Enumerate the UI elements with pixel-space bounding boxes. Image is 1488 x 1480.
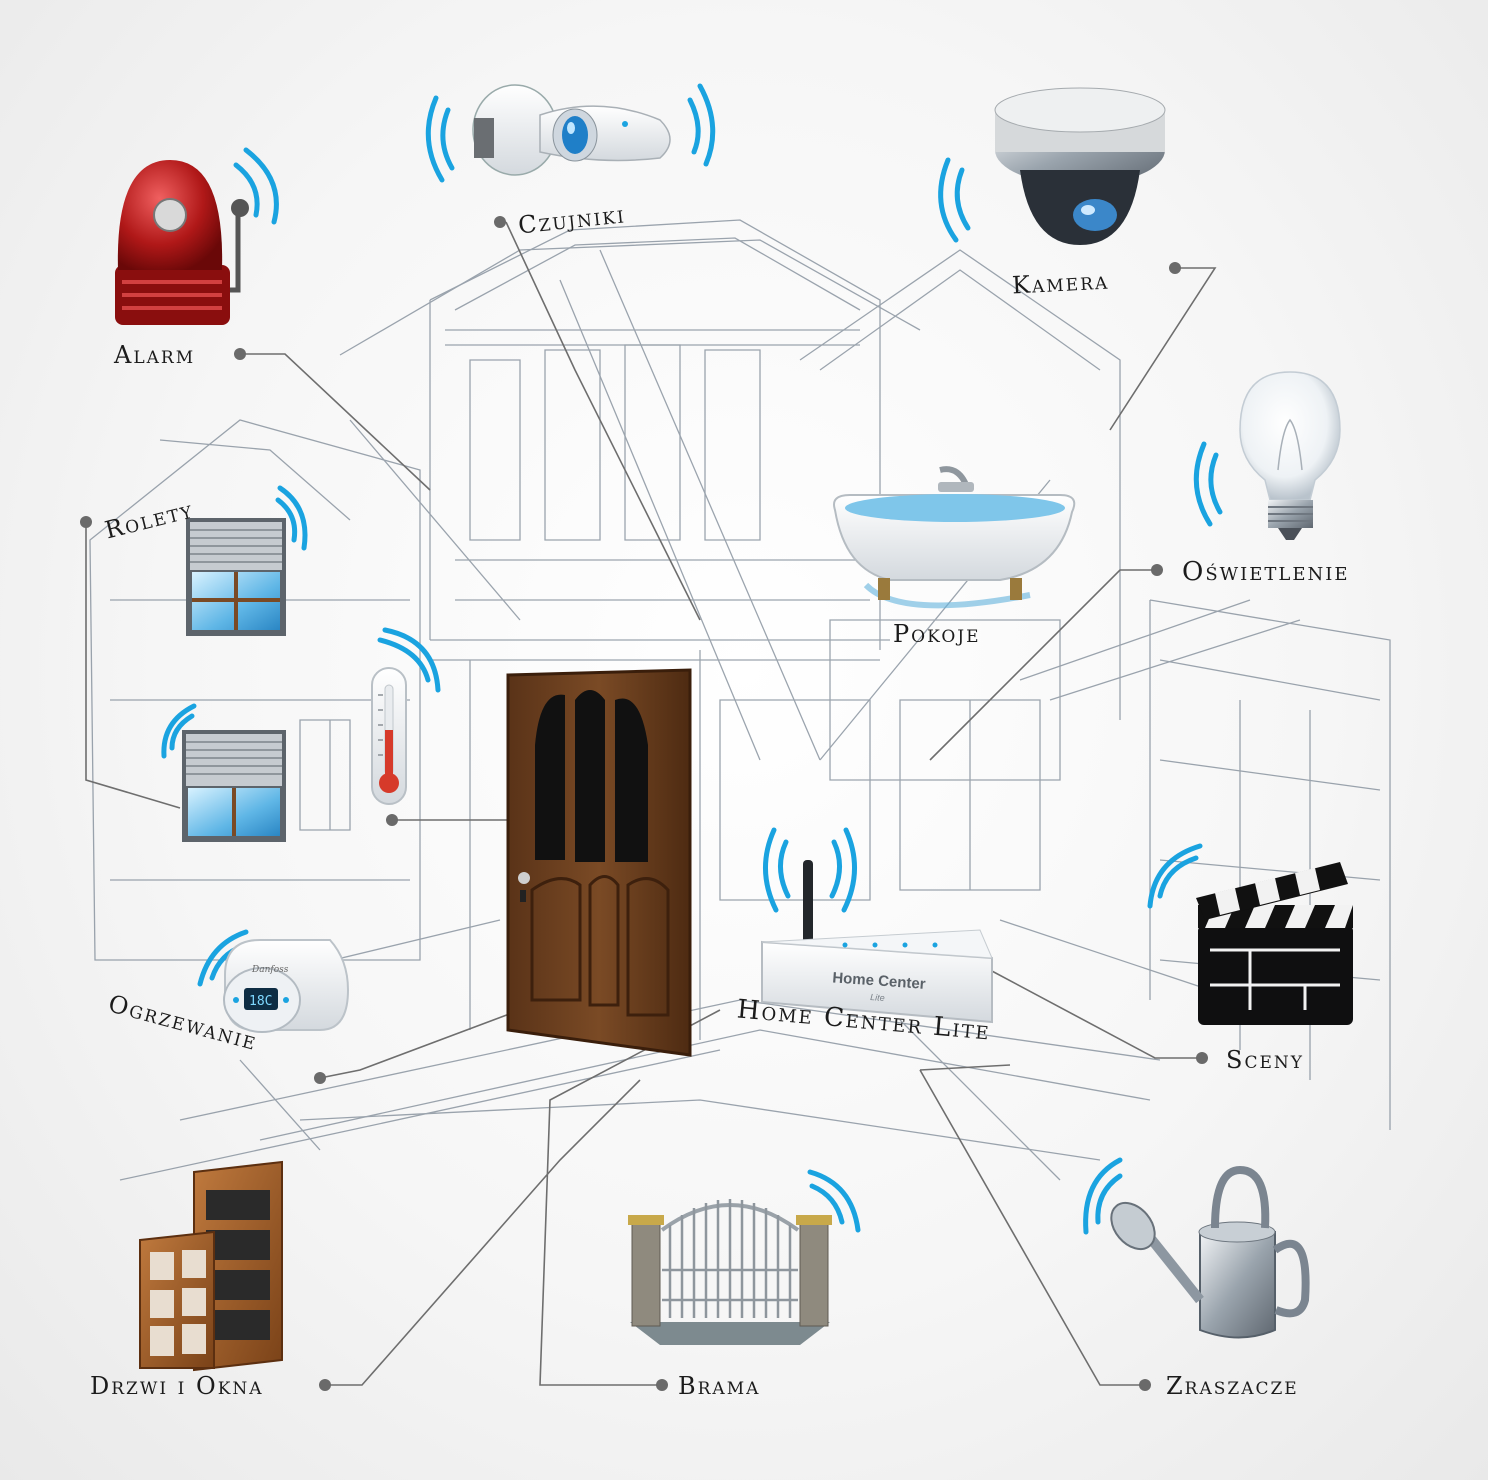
alarm-bell-icon — [115, 160, 249, 325]
roller-shutter-icon-2 — [182, 730, 286, 842]
label-brama: Brama — [678, 1372, 760, 1400]
roller-shutter-icon — [186, 518, 286, 636]
wireless-signal-icons — [161, 83, 1223, 1235]
doors-and-windows-icon — [139, 1160, 283, 1372]
thermometer-icon — [371, 667, 407, 805]
light-bulb-icon — [1239, 371, 1341, 540]
label-drzwi-i-okna: Drzwi i Okna — [90, 1372, 264, 1400]
label-czujniki: Czujniki — [517, 200, 627, 239]
router-brand-text: Home Center — [832, 969, 926, 992]
label-zraszacze: Zraszacze — [1166, 1372, 1299, 1400]
label-rolety: Rolety — [102, 495, 196, 544]
clapperboard-icon — [1196, 862, 1353, 1025]
thermostat-head-icon — [223, 939, 350, 1033]
home-center-router-icon — [761, 860, 993, 1024]
watering-can-icon — [1110, 1165, 1310, 1339]
router-sub-text: Lite — [870, 992, 885, 1003]
label-pokoje: Pokoje — [893, 620, 981, 648]
label-alarm: Alarm — [113, 341, 195, 369]
gate-icon — [628, 1199, 832, 1345]
sensor-icon — [472, 84, 671, 176]
connector-dots — [80, 216, 1208, 1391]
thermostat-display-text: 18C — [249, 994, 272, 1009]
thermostat-brand-text: Danfoss — [251, 965, 289, 975]
bathtub-icon — [833, 466, 1076, 609]
label-oswietlenie: Oświetlenie — [1182, 557, 1350, 587]
camera-icon — [994, 87, 1166, 245]
label-sceny: Sceny — [1226, 1046, 1304, 1074]
label-kamera: Kamera — [1011, 266, 1109, 299]
connector-lines — [85, 221, 1217, 1386]
house-sketch — [89, 219, 1391, 1181]
front-door-icon — [506, 668, 692, 1057]
